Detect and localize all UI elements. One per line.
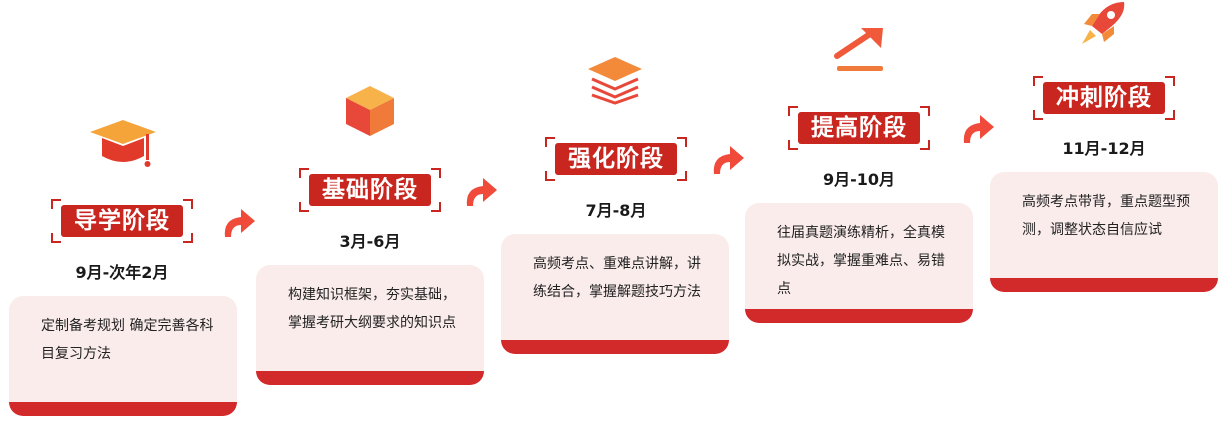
- stage-description: 高频考点带背，重点题型预测，调整状态自信应试: [1022, 194, 1190, 238]
- stage-title-badge: 提高阶段: [788, 106, 930, 150]
- stage-card: 构建知识框架，夯实基础，掌握考研大纲要求的知识点: [256, 265, 484, 385]
- stage-card: 高频考点带背，重点题型预测，调整状态自信应试: [990, 172, 1218, 292]
- stage-title: 提高阶段: [798, 112, 920, 144]
- stage-title: 强化阶段: [555, 143, 677, 175]
- rising-arrow-icon: [834, 28, 883, 71]
- stage-title: 基础阶段: [309, 174, 431, 206]
- stage-title-badge: 基础阶段: [299, 168, 441, 212]
- rocket-icon: [1082, 2, 1125, 44]
- stage-description: 构建知识框架，夯实基础，掌握考研大纲要求的知识点: [288, 287, 456, 331]
- stage-title-badge: 强化阶段: [545, 137, 687, 181]
- stage-title: 导学阶段: [61, 205, 183, 237]
- next-arrow-icon: [224, 209, 255, 237]
- stage-description: 高频考点、重难点讲解，讲练结合，掌握解题技巧方法: [533, 256, 701, 300]
- stacked-layers-icon: [588, 57, 642, 105]
- stage-title-badge: 导学阶段: [51, 199, 193, 243]
- cube-icon: [346, 86, 394, 136]
- stage-date: 9月-次年2月: [75, 263, 169, 282]
- stage-title: 冲刺阶段: [1043, 82, 1165, 114]
- stage-date: 3月-6月: [339, 232, 401, 251]
- stage-description: 定制备考规划 确定完善各科目复习方法: [41, 318, 214, 362]
- graduation-cap-icon: [90, 120, 156, 167]
- next-arrow-icon: [713, 146, 744, 174]
- stage-card: 高频考点、重难点讲解，讲练结合，掌握解题技巧方法: [501, 234, 729, 354]
- stage-card: 定制备考规划 确定完善各科目复习方法: [9, 296, 237, 416]
- stage-description: 往届真题演练精析，全真模拟实战，掌握重难点、易错点: [777, 225, 945, 297]
- stage-title-badge: 冲刺阶段: [1033, 76, 1175, 120]
- next-arrow-icon: [963, 115, 994, 143]
- stage-card: 往届真题演练精析，全真模拟实战，掌握重难点、易错点: [745, 203, 973, 323]
- stage-date: 11月-12月: [1062, 139, 1146, 158]
- stage-date: 7月-8月: [585, 201, 647, 220]
- stage-date: 9月-10月: [822, 170, 896, 189]
- next-arrow-icon: [466, 178, 497, 206]
